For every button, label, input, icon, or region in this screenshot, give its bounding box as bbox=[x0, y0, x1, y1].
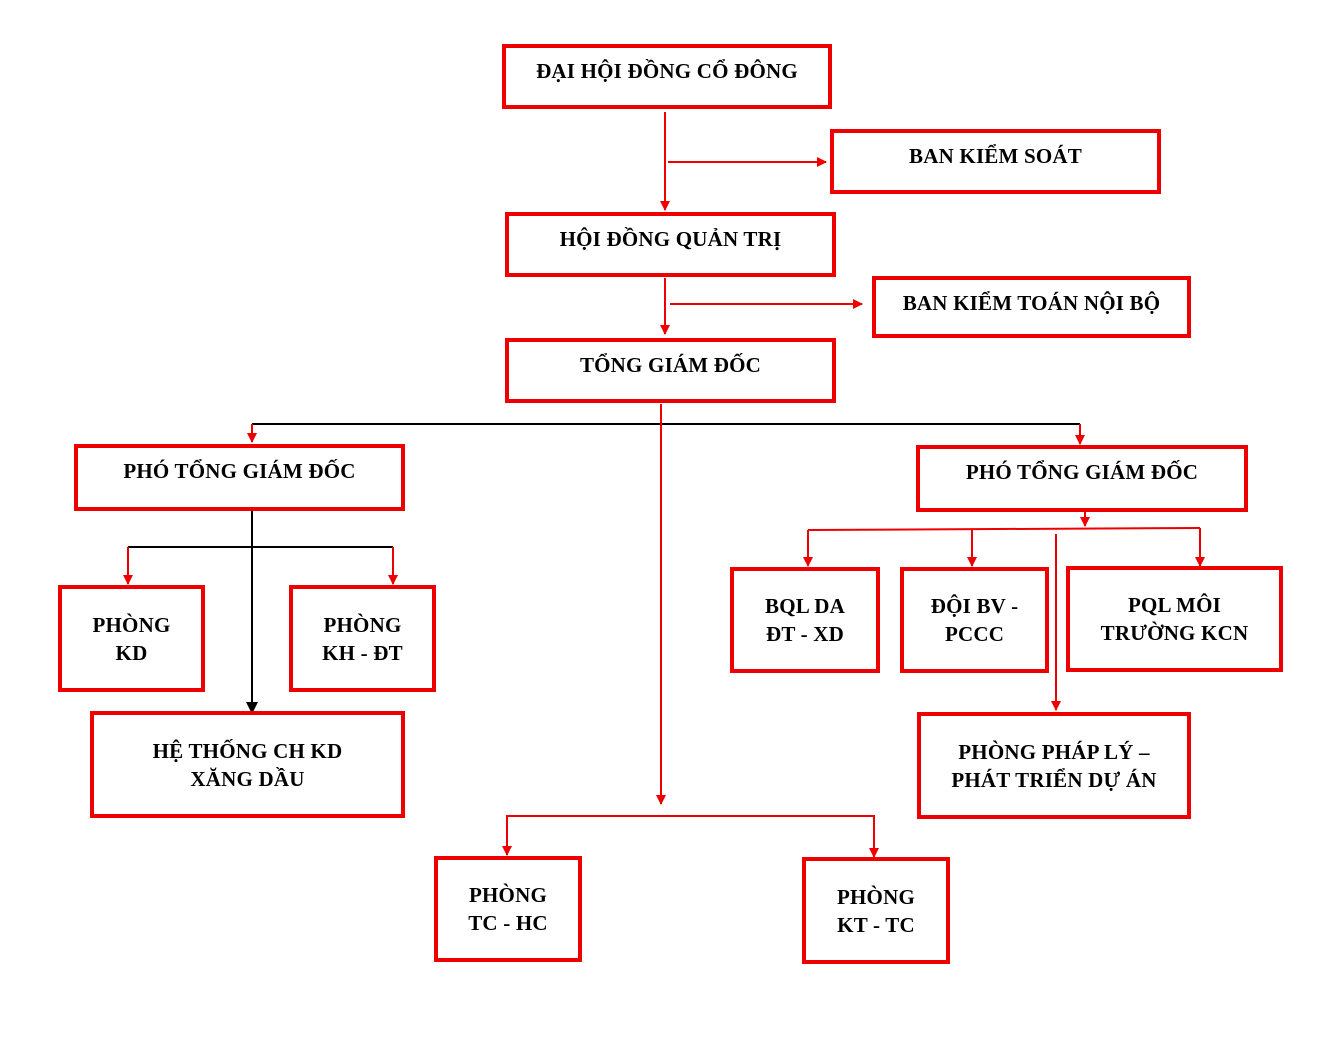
node-label-line2: KD bbox=[115, 640, 148, 665]
node-label-line1: PHÒNG bbox=[323, 612, 402, 637]
node-pql-moi-truong-kcn: PQL MÔI TRƯỜNG KCN bbox=[1066, 566, 1283, 672]
node-pho-tong-giam-doc-left: PHÓ TỔNG GIÁM ĐỐC bbox=[74, 444, 405, 511]
node-phong-phap-ly-phat-trien-du-an: PHÒNG PHÁP LÝ – PHÁT TRIỂN DỰ ÁN bbox=[917, 712, 1191, 819]
node-bql-da-dt-xd: BQL DA ĐT - XD bbox=[730, 567, 880, 673]
node-phong-kh-dt: PHÒNG KH - ĐT bbox=[289, 585, 436, 692]
node-label: ĐẠI HỘI ĐỒNG CỔ ĐÔNG bbox=[536, 59, 798, 83]
node-label-line2: KH - ĐT bbox=[322, 640, 403, 665]
node-label-line2: TRƯỜNG KCN bbox=[1100, 621, 1249, 645]
node-tong-giam-doc: TỔNG GIÁM ĐỐC bbox=[505, 338, 836, 403]
node-phong-kt-tc: PHÒNG KT - TC bbox=[802, 857, 950, 964]
node-label: BAN KIỂM TOÁN NỘI BỘ bbox=[902, 291, 1161, 315]
node-phong-kd: PHÒNG KD bbox=[58, 585, 205, 692]
node-label-line1: BQL DA bbox=[765, 594, 845, 618]
node-label: TỔNG GIÁM ĐỐC bbox=[579, 353, 762, 377]
node-hoi-dong-quan-tri: HỘI ĐỒNG QUẢN TRỊ bbox=[505, 212, 836, 277]
node-label-line2: KT - TC bbox=[837, 912, 915, 937]
node-label: HỘI ĐỒNG QUẢN TRỊ bbox=[559, 227, 782, 251]
node-label-line1: PHÒNG PHÁP LÝ – bbox=[958, 739, 1150, 764]
node-ban-kiem-toan-noi-bo: BAN KIỂM TOÁN NỘI BỘ bbox=[872, 276, 1191, 338]
node-label-line2: ĐT - XD bbox=[765, 622, 845, 646]
node-label-line1: ĐỘI BV - bbox=[930, 594, 1019, 618]
node-he-thong-ch-kd-xang-dau: HỆ THỐNG CH KD XĂNG DẦU bbox=[90, 711, 405, 818]
node-pho-tong-giam-doc-right: PHÓ TỔNG GIÁM ĐỐC bbox=[916, 445, 1248, 512]
node-label-line1: PQL MÔI bbox=[1128, 593, 1221, 617]
connector-bottom-bus bbox=[506, 815, 875, 856]
node-label-line2: PHÁT TRIỂN DỰ ÁN bbox=[951, 767, 1157, 792]
arrowhead-to-he-thong bbox=[246, 702, 258, 714]
node-dai-hoi-dong-co-dong: ĐẠI HỘI ĐỒNG CỔ ĐÔNG bbox=[502, 44, 832, 109]
node-label-line2: PCCC bbox=[944, 622, 1005, 646]
node-ban-kiem-soat: BAN KIỂM SOÁT bbox=[830, 129, 1161, 194]
node-label-line1: HỆ THỐNG CH KD bbox=[152, 738, 343, 763]
node-phong-tc-hc: PHÒNG TC - HC bbox=[434, 856, 582, 962]
node-label: PHÓ TỔNG GIÁM ĐỐC bbox=[123, 459, 356, 483]
node-doi-bv-pccc: ĐỘI BV - PCCC bbox=[900, 567, 1049, 673]
connector-right-bus bbox=[807, 527, 1201, 531]
node-label-line1: PHÒNG bbox=[837, 884, 915, 909]
node-label: BAN KIỂM SOÁT bbox=[909, 144, 1082, 168]
node-label-line2: TC - HC bbox=[468, 911, 548, 935]
node-label-line1: PHÒNG bbox=[92, 612, 171, 637]
node-label-line1: PHÒNG bbox=[469, 883, 547, 907]
node-label: PHÓ TỔNG GIÁM ĐỐC bbox=[965, 460, 1199, 484]
node-label-line2: XĂNG DẦU bbox=[190, 766, 305, 791]
